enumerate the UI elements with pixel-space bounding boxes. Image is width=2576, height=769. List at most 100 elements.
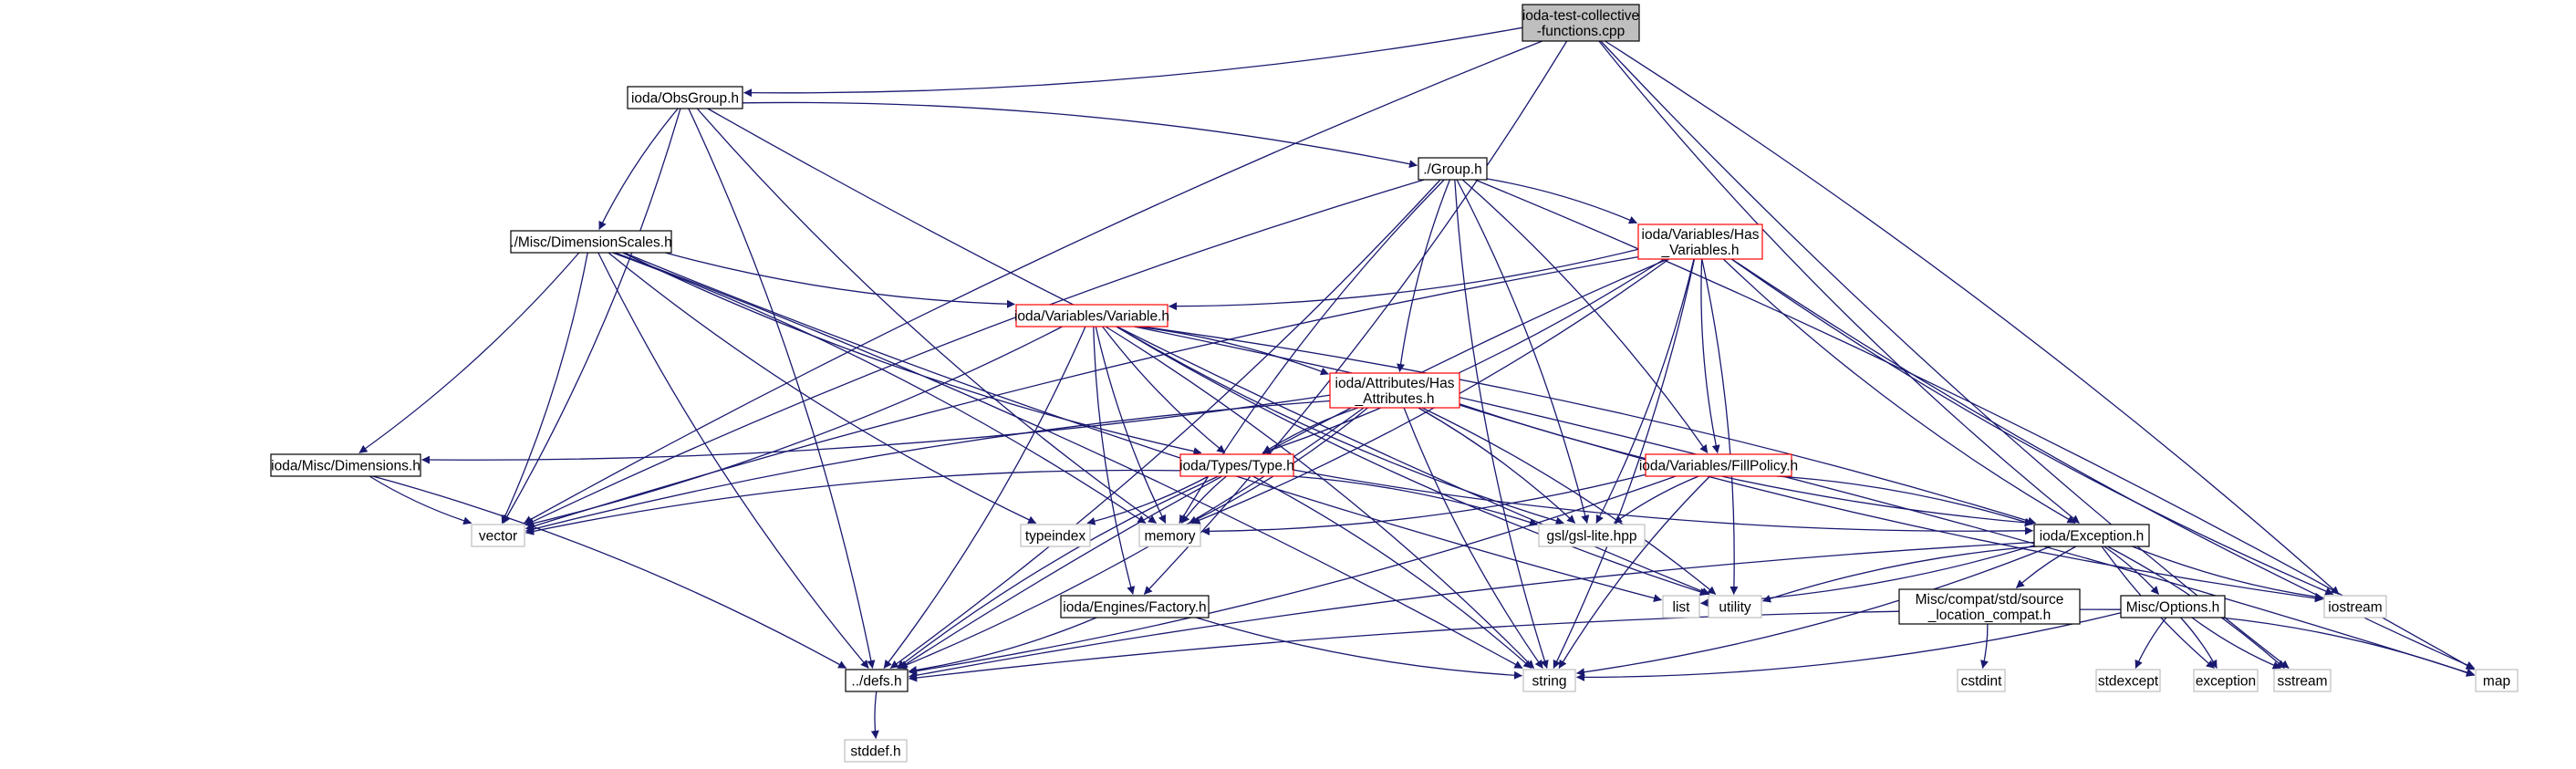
edge-group-to-string (1454, 179, 1549, 669)
node-dimensions[interactable]: ioda/Misc/Dimensions.h (270, 453, 421, 477)
node-gsl: gsl/gsl-lite.hpp (1538, 524, 1646, 547)
node-label-memory: memory (1145, 529, 1196, 545)
node-label-gsl: gsl/gsl-lite.hpp (1546, 529, 1636, 545)
node-box-vector (471, 524, 525, 547)
node-label-hasvars-line-1: ioda/Variables/Has (1642, 227, 1760, 243)
node-box-defs (845, 669, 909, 692)
node-type[interactable]: ioda/Types/Type.h (1179, 453, 1294, 477)
node-exception_h[interactable]: ioda/Exception.h (2033, 524, 2150, 547)
edge-dimscales-to-memory (612, 252, 1147, 525)
node-box-stddef (844, 739, 908, 763)
edge-defs-to-stddef (870, 691, 879, 739)
edge-root-to-sstream (1600, 40, 2290, 670)
node-memory: memory (1138, 524, 1201, 547)
edge-group-to-gsl (1456, 179, 1590, 524)
edge-hasvars-to-fillpolicy (1700, 258, 1720, 453)
node-slc[interactable]: Misc/compat/std/source_location_compat.h (1898, 588, 2081, 625)
node-map: map (2475, 669, 2519, 692)
edge-variable-to-memory (1095, 326, 1167, 524)
edge-variable-to-vector (525, 326, 1063, 528)
edge-hasvars-to-gsl (1595, 258, 1695, 524)
node-defs[interactable]: ../defs.h (845, 669, 909, 692)
edge-options-to-exception (2180, 617, 2218, 669)
edge-obsgroup-to-group (742, 101, 1418, 169)
node-exception: exception (2193, 669, 2259, 692)
edge-obsgroup-to-dimscales (598, 108, 679, 230)
edge-fillpolicy-to-exception_h (1776, 475, 2033, 526)
edge-options-to-stdexcept (2135, 617, 2167, 669)
node-label-root-line-1: ioda-test-collective (1522, 8, 1639, 24)
edge-hasattrs-to-gsl (1418, 407, 1576, 524)
edge-variable-to-string (1105, 326, 1535, 669)
node-utility: utility (1708, 595, 1762, 618)
node-variable[interactable]: ioda/Variables/Variable.h (1014, 304, 1169, 327)
node-label-exception_h: ioda/Exception.h (2040, 529, 2145, 545)
edge-group-to-vector (525, 179, 1425, 525)
edge-hasattrs-to-defs (898, 407, 1365, 670)
edge-dimscales-to-defs (597, 252, 869, 669)
node-options[interactable]: Misc/Options.h (2120, 595, 2226, 618)
node-label-string: string (1532, 674, 1567, 690)
edge-hasattrs-to-type (1262, 407, 1359, 454)
node-label-typeindex: typeindex (1025, 529, 1086, 545)
edge-slc-to-cstdint (1980, 623, 1989, 669)
node-label-hasattrs-line-2: _Attributes.h (1354, 391, 1434, 407)
node-string: string (1522, 669, 1576, 692)
edge-fillpolicy-to-memory (1201, 473, 1646, 535)
node-box-stdexcept (2095, 669, 2161, 692)
node-box-exception (2193, 669, 2259, 692)
edge-root-to-factory (1143, 40, 1568, 595)
node-hasattrs[interactable]: ioda/Attributes/Has_Attributes.h (1329, 372, 1460, 409)
node-factory[interactable]: ioda/Engines/Factory.h (1060, 595, 1210, 618)
edge-dimensions-to-vector (369, 475, 473, 525)
node-label-defs: ../defs.h (851, 674, 901, 690)
edge-root-to-iostream (1605, 40, 2340, 595)
node-fillpolicy[interactable]: ioda/Variables/FillPolicy.h (1639, 453, 1798, 477)
edge-variable-to-exception_h (1141, 326, 2037, 525)
edge-options-to-sstream (2191, 617, 2281, 670)
edge-hasvars-to-iostream (1730, 258, 2334, 596)
node-label-root-line-2: -functions.cpp (1537, 24, 1626, 39)
edge-root-to-obsgroup (743, 26, 1523, 98)
edge-hasvars-to-variable (1169, 248, 1639, 311)
node-typeindex: typeindex (1020, 524, 1091, 547)
edge-root-to-vector (524, 40, 1543, 525)
node-list: list (1662, 595, 1700, 618)
edge-hasvars-to-type (1262, 258, 1665, 454)
nodes-layer: ioda-test-collective-functions.cpp ioda/O… (270, 4, 2519, 763)
edge-type-to-typeindex (1086, 475, 1210, 525)
node-label-sstream: sstream (2277, 674, 2327, 690)
node-hasvars[interactable]: ioda/Variables/Has_Variables.h (1637, 223, 1763, 260)
edge-group-to-fillpolicy (1461, 179, 1709, 453)
node-stddef: stddef.h (844, 739, 908, 763)
node-dimscales[interactable]: ./Misc/DimensionScales.h (510, 230, 672, 254)
node-obsgroup[interactable]: ioda/ObsGroup.h (627, 86, 743, 109)
node-group[interactable]: ./Group.h (1418, 157, 1488, 181)
edge-dimscales-to-string (614, 252, 1523, 670)
node-box-iostream (2323, 595, 2387, 618)
edge-type-to-memory (1180, 475, 1227, 524)
edge-fillpolicy-to-gsl (1614, 475, 1699, 525)
node-label-obsgroup: ioda/ObsGroup.h (631, 91, 739, 107)
node-box-cstdint (1957, 669, 2006, 692)
edge-options-to-map (2220, 617, 2475, 677)
edge-variable-to-gsl (1116, 326, 1564, 525)
node-box-list (1662, 595, 1700, 618)
edge-group-to-defs (889, 179, 1441, 670)
edge-hasattrs-to-string (1403, 407, 1543, 669)
node-box-gsl (1538, 524, 1646, 547)
node-root[interactable]: ioda-test-collective-functions.cpp (1522, 4, 1640, 42)
edge-obsgroup-to-defs (688, 108, 876, 669)
node-box-type (1179, 453, 1294, 477)
edge-type-to-defs (897, 475, 1220, 670)
edge-hasattrs-to-dimensions (421, 394, 1331, 464)
node-label-list: list (1673, 600, 1691, 616)
node-box-variable (1015, 304, 1169, 327)
edge-variable-to-defs (883, 326, 1086, 669)
node-label-stdexcept: stdexcept (2098, 674, 2159, 690)
node-box-root (1522, 4, 1640, 42)
node-label-hasvars-line-2: _Variables.h (1660, 243, 1739, 258)
edges-layer (358, 26, 2475, 739)
node-box-map (2475, 669, 2519, 692)
edge-hasvars-to-defs (898, 258, 1668, 670)
